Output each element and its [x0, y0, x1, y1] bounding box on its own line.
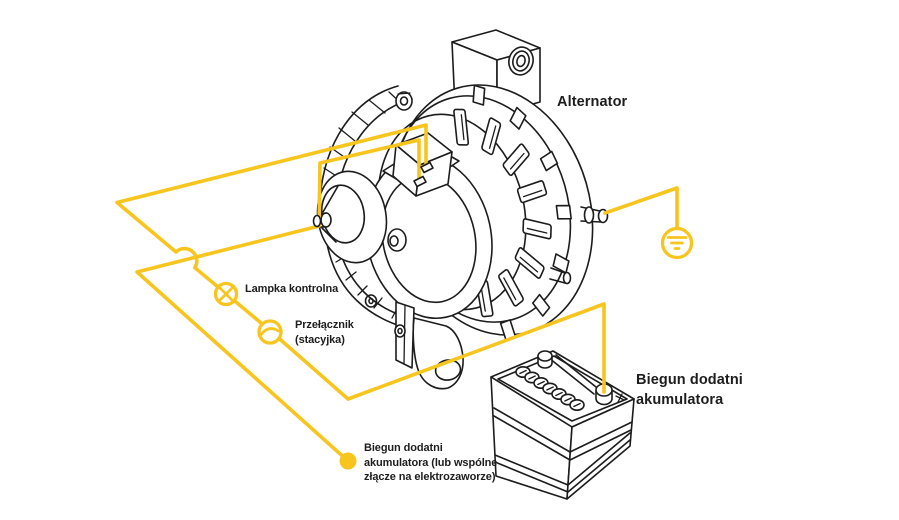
- battery-cell-caps: [515, 365, 585, 411]
- ignition-switch-label-line1: Przełącznik: [295, 319, 354, 331]
- lower-stud: [549, 267, 572, 285]
- battery-negative-post: [537, 350, 553, 369]
- wire-output-circuit: [135, 138, 421, 463]
- battery-illustration: [490, 350, 635, 500]
- battery-side-face: [566, 398, 635, 500]
- battery-positive-label: Biegun dodatni akumulatora: [636, 370, 743, 410]
- top-ear-bolt: [395, 91, 413, 111]
- battery-common-label-line2: akumulatora (lub wspólne: [364, 456, 498, 469]
- indicator-lamp-icon: [213, 281, 239, 307]
- ground-terminal-stud: [580, 206, 609, 224]
- ignition-switch-label-line2: (stacyjka): [295, 333, 345, 346]
- indicator-lamp-label: Lampka kontrolna: [245, 283, 339, 295]
- ignition-switch-icon: [257, 319, 283, 345]
- battery-positive-label-line1: Biegun dodatni: [636, 372, 743, 388]
- ignition-switch-label: Przełącznik (stacyjka): [295, 318, 354, 347]
- alternator-label: Alternator: [557, 94, 628, 110]
- shaft-terminal: [312, 214, 322, 228]
- wire-ground: [603, 186, 679, 231]
- battery-positive-label-line2: akumulatora: [636, 392, 724, 408]
- alternator-illustration: [316, 29, 609, 390]
- foot-bolt: [394, 324, 406, 338]
- junction-dot: [339, 452, 357, 470]
- mounting-foot: [364, 294, 464, 390]
- ground-icon: [660, 226, 694, 260]
- connector-terminals: [413, 161, 434, 188]
- battery-common-label-line3: złącze na elektrozaworze): [364, 471, 496, 483]
- battery-common-label-line1: Biegun dodatni: [364, 442, 443, 454]
- battery-plus-mark: [615, 393, 625, 403]
- battery-common-label: Biegun dodatni akumulatora (lub wspólne …: [364, 441, 497, 485]
